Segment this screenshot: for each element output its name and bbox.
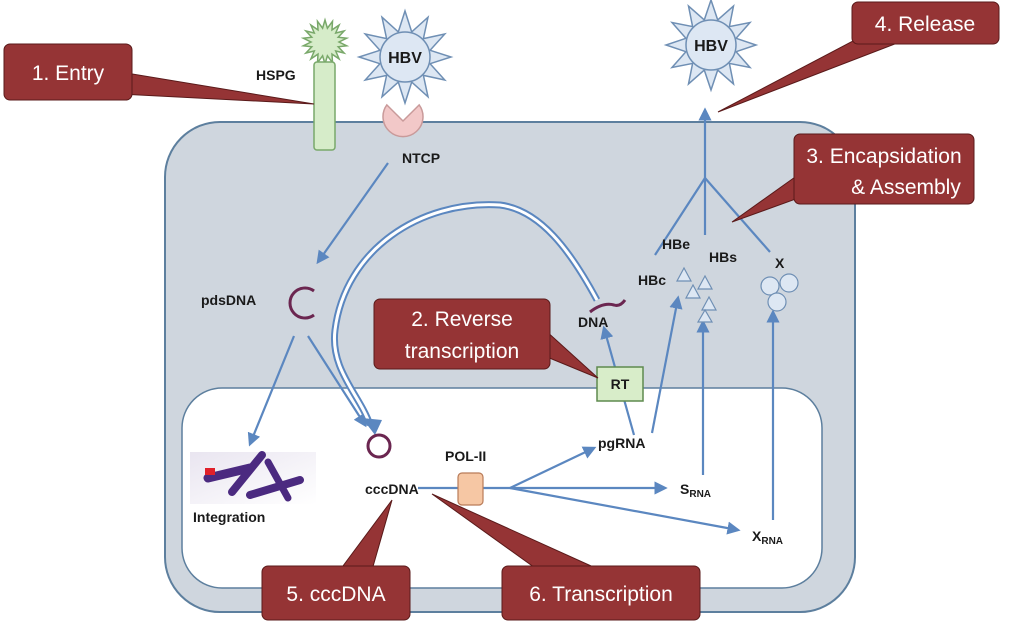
callout-entry-text: 1. Entry <box>32 62 105 85</box>
pdsdna-partial-circle <box>288 286 315 320</box>
x-rna-main: X <box>752 528 762 544</box>
hbv-virion-release: HBV <box>663 0 759 93</box>
s-rna-sub: RNA <box>689 489 711 500</box>
callout-encapsidation-line1: 3. Encapsidation <box>806 145 961 168</box>
x-rna-label: XRNA <box>752 528 783 547</box>
pgrna-label: pgRNA <box>598 435 645 451</box>
callout-box <box>501 565 701 621</box>
rt-enzyme: RT <box>596 366 644 402</box>
callout-box <box>793 133 975 205</box>
viral-proteins <box>675 266 718 323</box>
dna-strand <box>589 299 627 314</box>
hspg-label: HSPG <box>256 67 296 83</box>
cccdna-label: cccDNA <box>365 481 419 497</box>
hbc-triangle <box>696 274 714 290</box>
arrow-pdsdna-to-cccdna <box>307 335 367 428</box>
callout-cccdna: 5. cccDNA <box>261 499 411 621</box>
rt-label: RT <box>611 376 630 392</box>
x-rna-sub: RNA <box>761 536 783 547</box>
ntcp-label: NTCP <box>402 150 440 166</box>
integration-chromosomes: Integration <box>190 451 316 525</box>
arrow-polii-to-xrna <box>509 486 741 535</box>
s-rna-main: S <box>680 481 689 497</box>
callout-transcription-text: 6. Transcription <box>529 583 673 606</box>
callout-reverse-transcription: 2. Reverse transcription <box>373 298 599 379</box>
hspg-head <box>300 17 350 67</box>
callout-encapsidation-line2: & Assembly <box>851 176 961 199</box>
dna-label: DNA <box>578 314 608 330</box>
hbc-label: HBc <box>638 272 666 288</box>
rt-box <box>596 366 644 402</box>
arrow-pgrna-to-hbc <box>650 295 683 434</box>
ntcp-shape <box>382 103 424 138</box>
hbe-label: HBe <box>662 236 690 252</box>
pdsdna-label: pdsDNA <box>201 292 256 308</box>
pdsdna: pdsDNA <box>201 286 315 320</box>
arrow-pdsdna-to-integration <box>247 335 296 447</box>
x-protein <box>760 273 799 312</box>
callout-box <box>3 43 133 101</box>
pol-ii-box <box>457 472 484 506</box>
hspg-stalk <box>313 61 336 151</box>
x-protein-label: X <box>775 255 785 271</box>
hbv-entry-label: HBV <box>388 50 422 67</box>
integration-label: Integration <box>193 509 265 525</box>
cccdna-circle <box>366 433 392 459</box>
arrow-cccdna-to-pgrna <box>509 446 597 489</box>
callout-box <box>373 298 551 370</box>
hspg-receptor: HSPG <box>256 17 350 151</box>
hbc-triangle <box>684 283 702 299</box>
cccdna: cccDNA <box>365 433 419 497</box>
virus-core <box>685 19 737 71</box>
callout-encapsidation: 3. Encapsidation & Assembly <box>731 133 975 223</box>
callout-reverse-line1: 2. Reverse <box>411 308 513 331</box>
arrow-ntcp-to-pdsdna <box>316 162 389 265</box>
callout-transcription: 6. Transcription <box>431 493 701 621</box>
integration-marker <box>205 468 215 475</box>
hbs-label: HBs <box>709 249 737 265</box>
hbv-release-label: HBV <box>694 38 728 55</box>
callout-cccdna-text: 5. cccDNA <box>286 583 385 606</box>
recycling-arrow <box>330 201 601 435</box>
hbv-virion-entry: HBV <box>356 8 454 106</box>
ntcp-receptor: NTCP <box>382 103 440 166</box>
assembly-lines <box>654 177 771 256</box>
s-rna-label: SRNA <box>680 481 711 500</box>
virus-core <box>379 31 431 83</box>
callout-box <box>261 565 411 621</box>
callout-entry: 1. Entry <box>3 43 315 105</box>
callout-box <box>851 1 1000 45</box>
hbc-triangle <box>675 266 693 282</box>
pol-ii: POL-II <box>418 448 510 506</box>
callout-reverse-line2: transcription <box>405 340 519 363</box>
callout-release: 4. Release <box>717 1 1000 113</box>
hbs-triangle <box>700 295 718 311</box>
callout-release-text: 4. Release <box>875 13 975 36</box>
hbs-triangle <box>696 308 714 323</box>
pol-ii-label: POL-II <box>445 448 486 464</box>
rcdna: DNA <box>578 299 627 330</box>
